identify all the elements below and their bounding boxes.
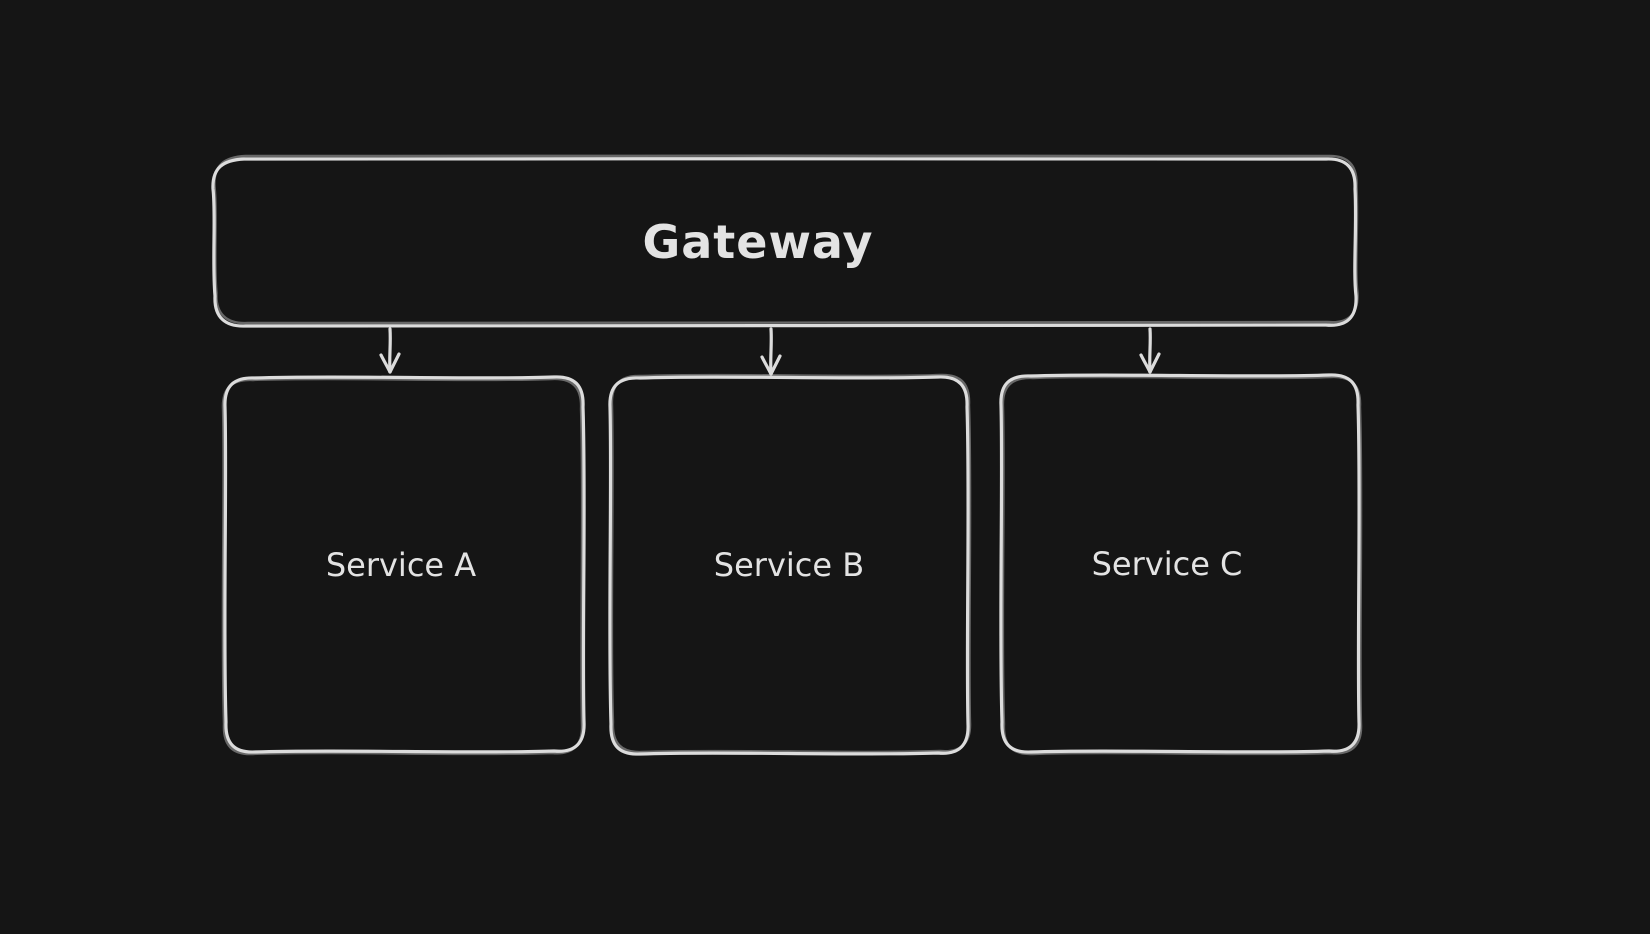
service-a-box[interactable]	[221, 375, 586, 756]
arrow-gateway-to-service-a[interactable]	[379, 327, 401, 374]
arrow-gateway-to-service-b[interactable]	[760, 327, 782, 376]
gateway-box[interactable]	[211, 153, 1359, 328]
arrow-gateway-to-service-c[interactable]	[1139, 327, 1161, 374]
service-c-box[interactable]	[999, 373, 1363, 756]
service-b-box[interactable]	[608, 373, 972, 756]
